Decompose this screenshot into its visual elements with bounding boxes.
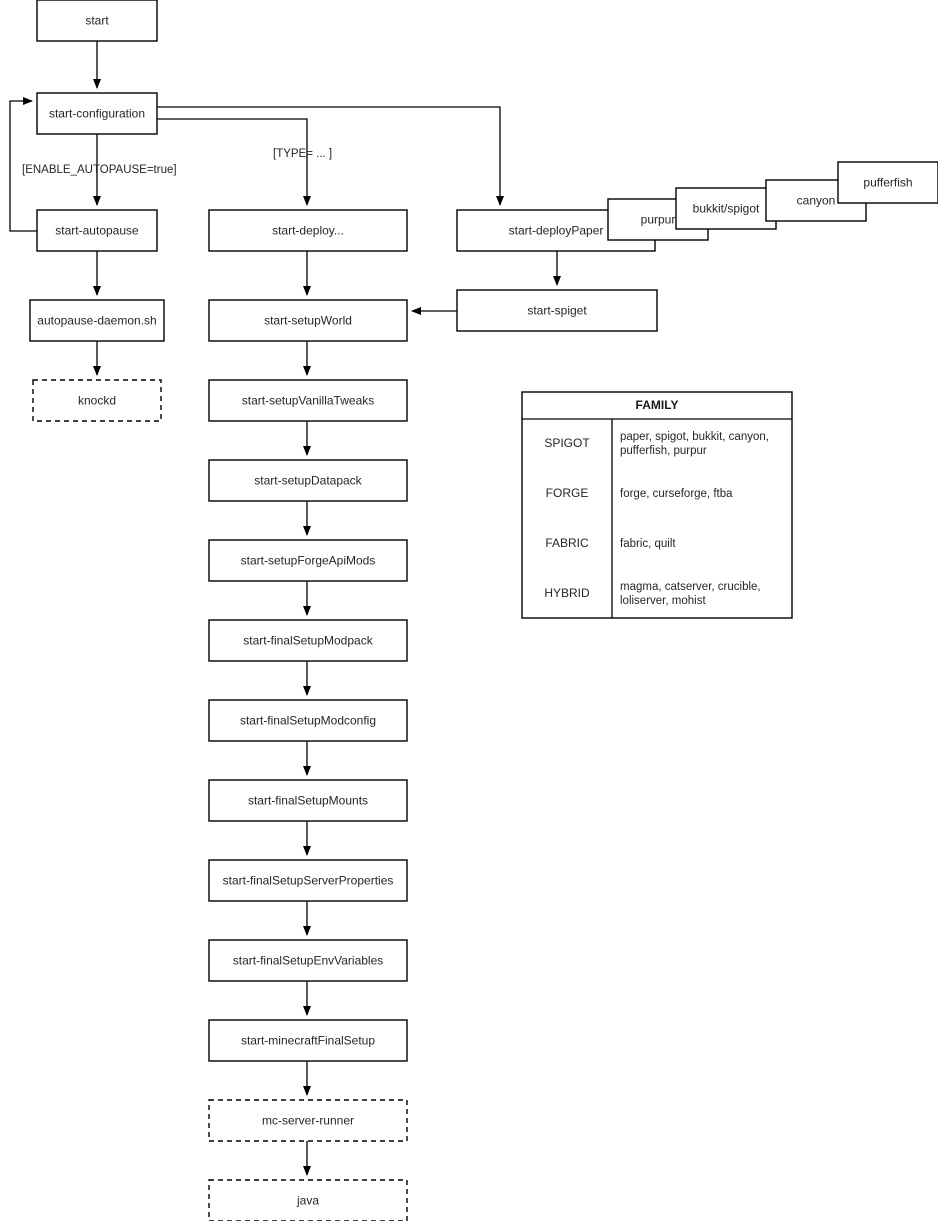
node-start-minecraftfinalsetup[interactable]: start-minecraftFinalSetup	[208, 1019, 408, 1062]
edge-configuration-to-deploy	[157, 118, 311, 206]
family-table-row: HYBRID magma, catserver, crucible,lolise…	[544, 581, 760, 607]
node-start-deploypaper-label: start-deployPaper	[509, 224, 604, 238]
node-start-finalsetupmodconfig[interactable]: start-finalSetupModconfig	[208, 699, 408, 742]
edge-label-enable-autopause: [ENABLE_AUTOPAUSE=true]	[22, 164, 177, 176]
node-start-finalsetupserverproperties[interactable]: start-finalSetupServerProperties	[208, 859, 408, 902]
node-start-setupdatapack-label: start-setupDatapack	[254, 474, 362, 488]
node-start-finalsetupmodconfig-label: start-finalSetupModconfig	[240, 714, 376, 728]
node-start-finalsetupenvvariables[interactable]: start-finalSetupEnvVariables	[208, 939, 408, 982]
node-start-minecraftfinalsetup-label: start-minecraftFinalSetup	[241, 1034, 375, 1048]
node-start-spiget-label: start-spiget	[527, 304, 587, 318]
node-mc-server-runner-label: mc-server-runner	[262, 1114, 354, 1128]
family-table-row: FABRIC fabric, quilt	[545, 536, 676, 550]
node-java[interactable]: java	[208, 1179, 408, 1221]
family-row-key: SPIGOT	[544, 436, 590, 450]
node-start-spiget[interactable]: start-spiget	[456, 289, 658, 332]
node-canyon-label: canyon	[797, 194, 836, 208]
family-table-row: FORGE forge, curseforge, ftba	[546, 486, 733, 500]
node-java-label: java	[296, 1194, 319, 1208]
family-row-key: FORGE	[546, 486, 589, 500]
node-start-setupworld[interactable]: start-setupWorld	[208, 299, 408, 342]
family-row-value: forge, curseforge, ftba	[620, 488, 733, 500]
family-row-value: paper, spigot, bukkit, canyon,pufferfish…	[620, 431, 769, 457]
edge-configuration-to-deploypaper	[157, 106, 504, 206]
node-start-setupvanillatweaks-label: start-setupVanillaTweaks	[242, 394, 375, 408]
family-table-title: FAMILY	[636, 398, 679, 412]
node-start-deploy-label: start-deploy...	[272, 224, 344, 238]
node-start-setupworld-label: start-setupWorld	[264, 314, 352, 328]
node-start-configuration[interactable]: start-configuration	[36, 92, 158, 135]
node-start-setupvanillatweaks[interactable]: start-setupVanillaTweaks	[208, 379, 408, 422]
edge-autopause-loopback-to-configuration	[9, 97, 37, 232]
node-pufferfish[interactable]: pufferfish	[837, 161, 938, 204]
node-bukkit-spigot-label: bukkit/spigot	[693, 202, 760, 216]
node-mc-server-runner[interactable]: mc-server-runner	[208, 1099, 408, 1142]
family-row-value: fabric, quilt	[620, 538, 676, 550]
family-row-key: HYBRID	[544, 586, 590, 600]
node-start-deploy[interactable]: start-deploy...	[208, 209, 408, 252]
node-start-finalsetupserverproperties-label: start-finalSetupServerProperties	[223, 874, 394, 888]
connector-layer	[9, 41, 561, 1176]
edge-label-type: [TYPE= ... ]	[273, 148, 332, 160]
family-row-value: magma, catserver, crucible,loliserver, m…	[620, 581, 761, 607]
node-start-finalsetupmounts[interactable]: start-finalSetupMounts	[208, 779, 408, 822]
node-pufferfish-label: pufferfish	[863, 176, 912, 190]
node-start-configuration-label: start-configuration	[49, 107, 145, 121]
node-start-finalsetupmodpack-label: start-finalSetupModpack	[243, 634, 373, 648]
node-start-finalsetupmounts-label: start-finalSetupMounts	[248, 794, 368, 808]
node-start-label: start	[85, 14, 109, 28]
family-row-key: FABRIC	[545, 536, 589, 550]
node-start-finalsetupenvvariables-label: start-finalSetupEnvVariables	[233, 954, 384, 968]
edge-label-layer: [ENABLE_AUTOPAUSE=true] [TYPE= ... ]	[22, 148, 332, 176]
node-bukkit-spigot[interactable]: bukkit/spigot	[675, 187, 777, 230]
node-knockd-label: knockd	[78, 394, 116, 408]
family-table: FAMILY SPIGOT paper, spigot, bukkit, can…	[521, 391, 793, 619]
node-start-autopause-label: start-autopause	[55, 224, 139, 238]
node-autopause-daemon-label: autopause-daemon.sh	[37, 314, 156, 328]
node-start-setupforgeapimods[interactable]: start-setupForgeApiMods	[208, 539, 408, 582]
node-knockd[interactable]: knockd	[32, 379, 162, 422]
node-purpur-label: purpur	[641, 213, 676, 227]
node-start-setupforgeapimods-label: start-setupForgeApiMods	[241, 554, 376, 568]
family-table-row: SPIGOT paper, spigot, bukkit, canyon,puf…	[544, 431, 769, 457]
node-start-setupdatapack[interactable]: start-setupDatapack	[208, 459, 408, 502]
node-start-deploypaper[interactable]: start-deployPaper	[456, 209, 656, 252]
node-autopause-daemon[interactable]: autopause-daemon.sh	[29, 299, 165, 342]
node-start[interactable]: start	[36, 0, 158, 42]
node-start-autopause[interactable]: start-autopause	[36, 209, 158, 252]
node-start-finalsetupmodpack[interactable]: start-finalSetupModpack	[208, 619, 408, 662]
